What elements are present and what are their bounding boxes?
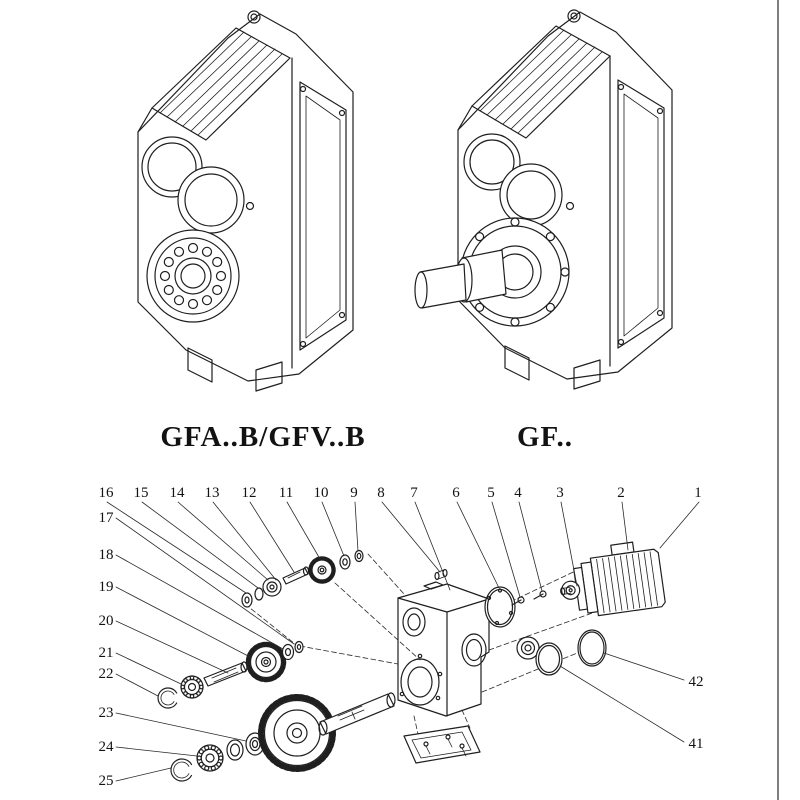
part-number-5: 5: [487, 485, 495, 501]
output-flange: [460, 217, 570, 327]
part-number-41: 41: [689, 736, 704, 752]
part-number-23: 23: [99, 705, 114, 721]
exploded-view: 16 15 14 13 12 11 10 9 8 7 6 5 4 3 2 1 1…: [99, 485, 704, 789]
part-number-18: 18: [99, 547, 114, 563]
model-label-gf: GF..: [517, 421, 573, 453]
gear-housing: [397, 581, 490, 717]
output-shaft-parts: [170, 692, 396, 782]
part-number-9: 9: [350, 485, 358, 501]
part-number-42: 42: [689, 674, 704, 690]
motor-assembly: [560, 541, 666, 617]
intermediate-shaft-parts: [157, 640, 304, 709]
part-number-21: 21: [99, 645, 114, 661]
gearbox-drawing-gf: [414, 9, 673, 390]
part-number-16: 16: [99, 485, 115, 501]
part-numbers: 16 15 14 13 12 11 10 9 8 7 6 5 4 3 2 1 1…: [99, 485, 704, 789]
output-shaft: [414, 249, 507, 309]
part-number-24: 24: [99, 739, 115, 755]
part-number-12: 12: [242, 485, 257, 501]
seal-and-ring-parts: [484, 586, 607, 676]
part-number-2: 2: [617, 485, 625, 501]
part-number-8: 8: [377, 485, 385, 501]
leader-lines: [106, 501, 700, 782]
part-number-25: 25: [99, 773, 114, 789]
part-number-11: 11: [279, 485, 293, 501]
part-number-13: 13: [205, 485, 220, 501]
part-number-10: 10: [314, 485, 329, 501]
part-number-3: 3: [556, 485, 564, 501]
part-number-4: 4: [514, 485, 522, 501]
part-number-14: 14: [170, 485, 186, 501]
part-number-19: 19: [99, 579, 114, 595]
part-number-20: 20: [99, 613, 114, 629]
part-number-6: 6: [452, 485, 460, 501]
gearbox-drawing-gfab: [137, 10, 354, 392]
part-number-22: 22: [99, 666, 114, 682]
part-number-7: 7: [410, 485, 418, 501]
part-number-1: 1: [694, 485, 702, 501]
input-shaft-parts: [241, 549, 448, 608]
hollow-shaft-bearing: [146, 229, 240, 323]
part-number-17: 17: [99, 510, 115, 526]
model-label-gfab: GFA..B/GFV..B: [160, 421, 365, 453]
part-number-15: 15: [134, 485, 149, 501]
mounting-plate: [403, 725, 481, 764]
